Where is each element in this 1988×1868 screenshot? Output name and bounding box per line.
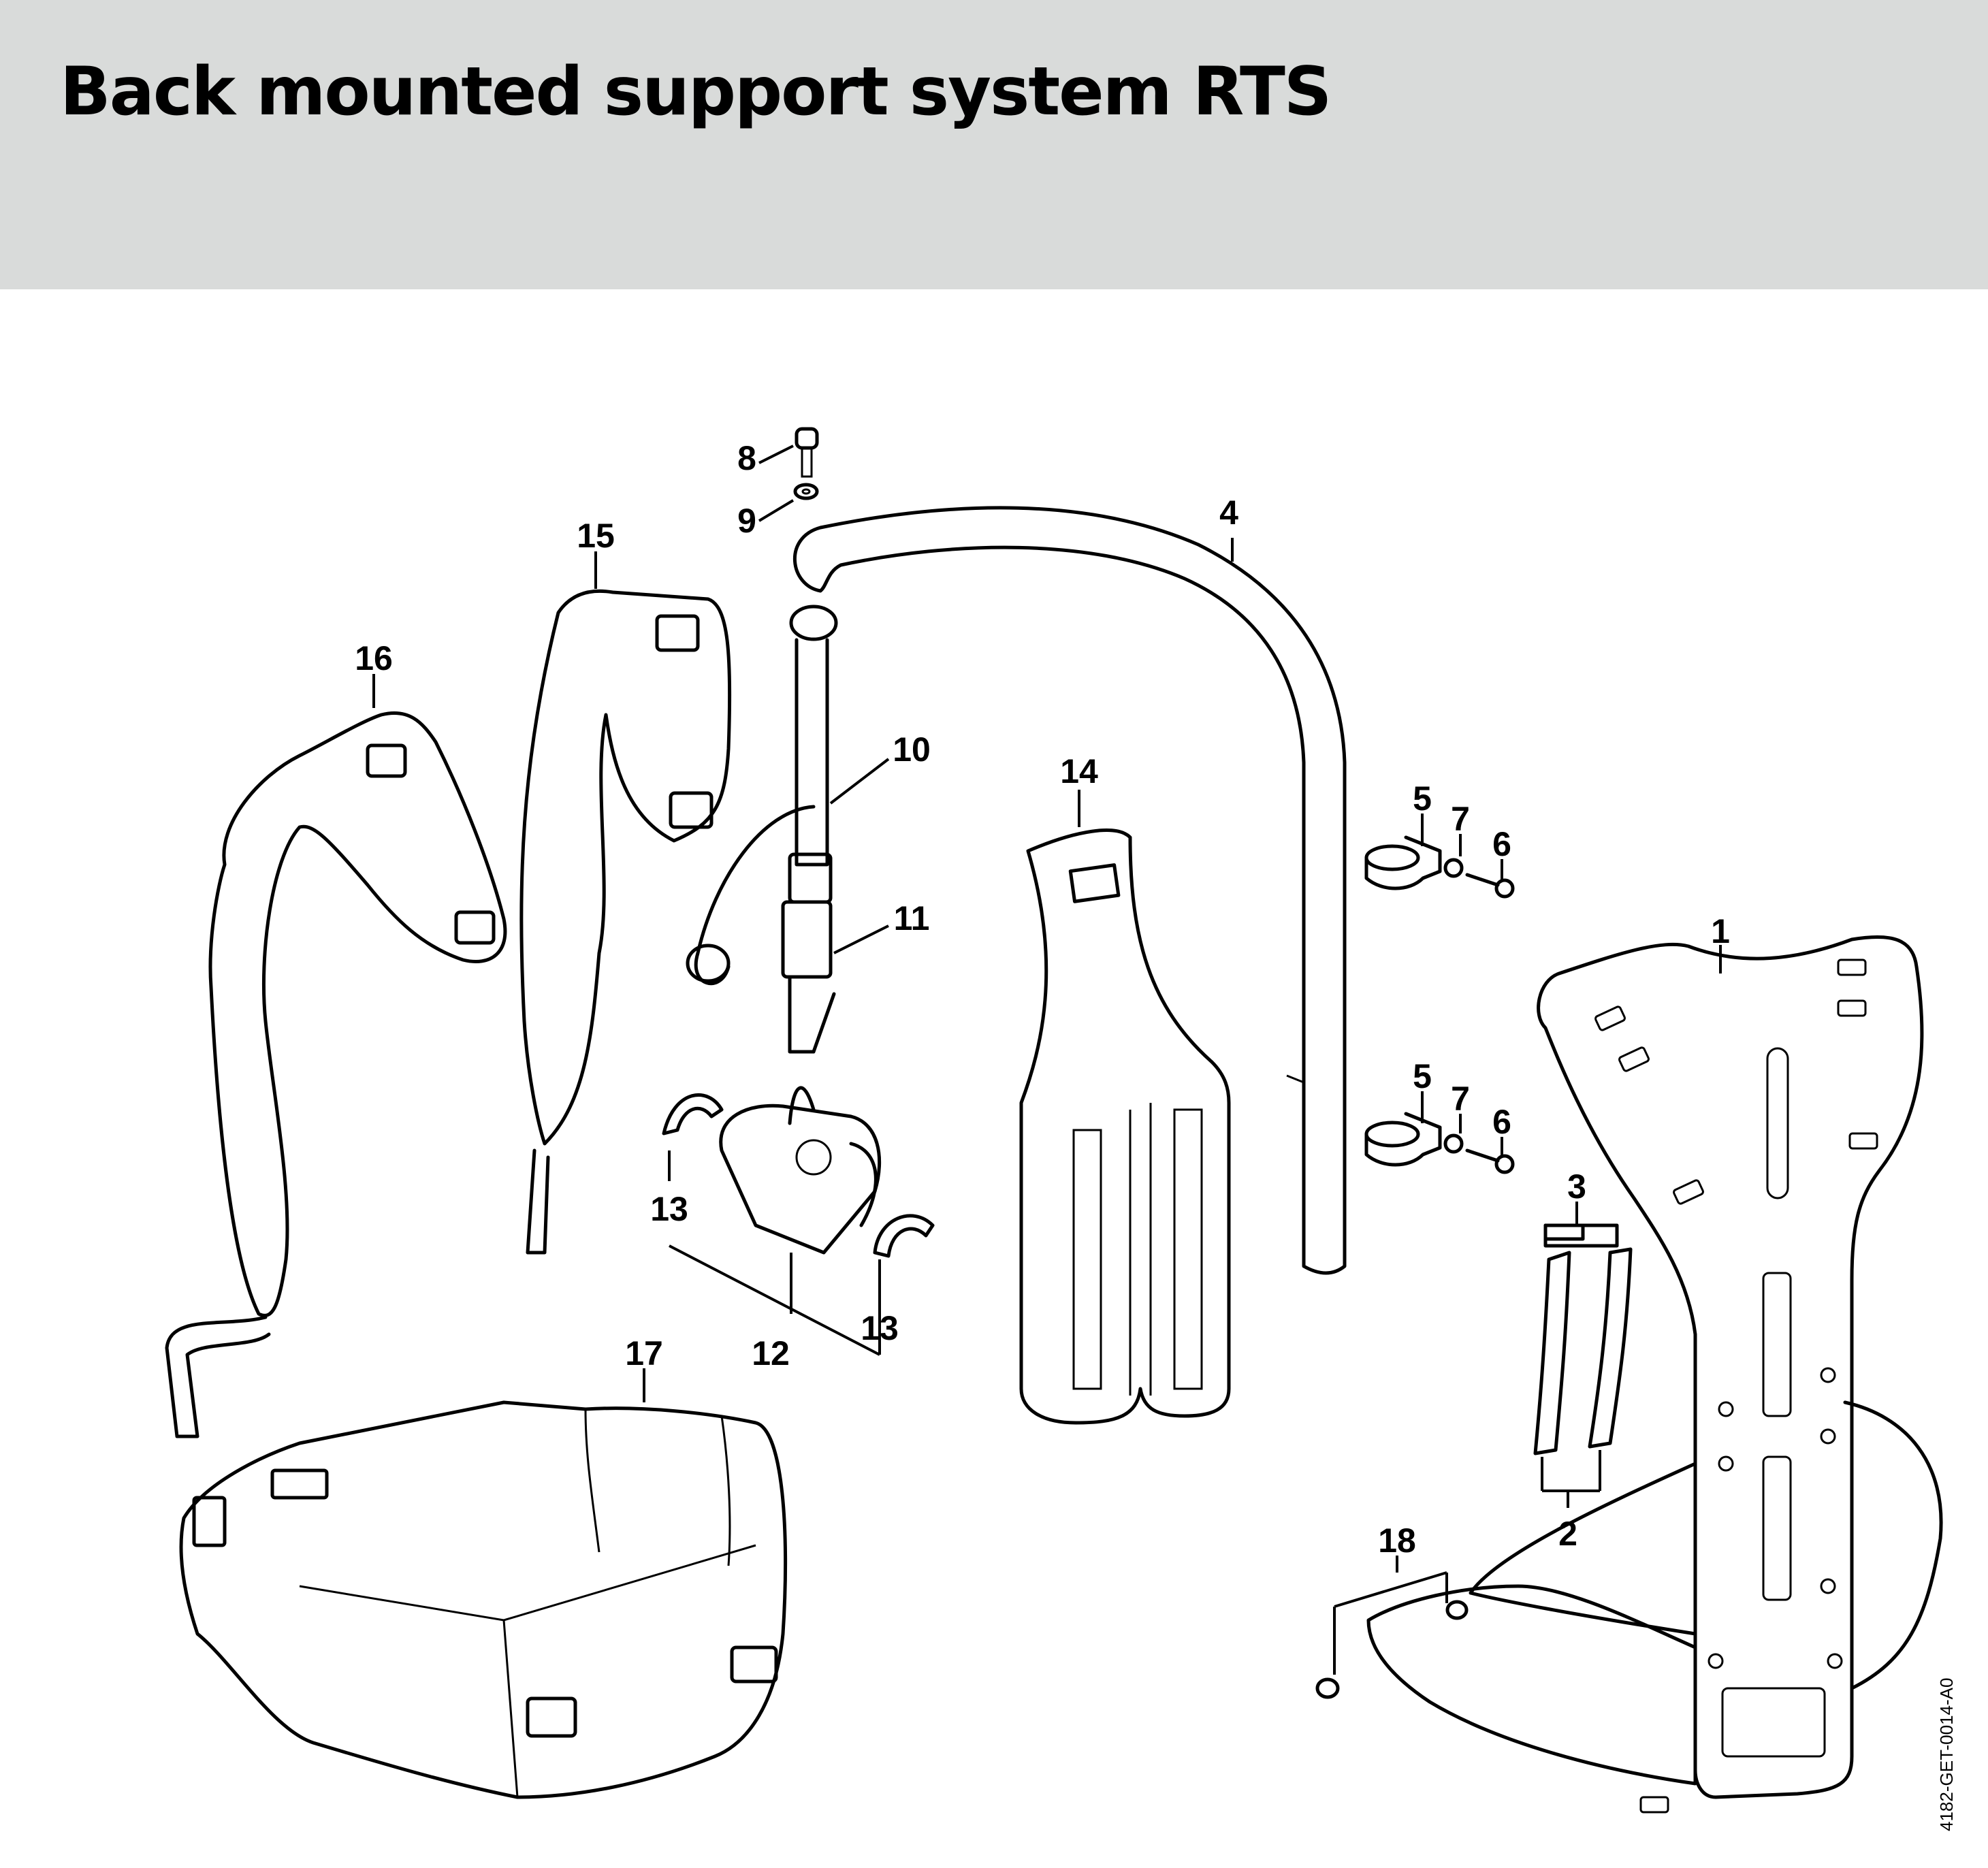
callout-3: 3 [1567, 1168, 1586, 1206]
part-3-plate[interactable] [1543, 1223, 1619, 1248]
part-7-washer-upper[interactable] [1443, 858, 1464, 878]
part-9-washer[interactable] [793, 483, 819, 500]
callout-7-lower: 7 [1451, 1080, 1470, 1118]
part-6-screw-upper[interactable] [1465, 873, 1515, 899]
callout-17: 17 [625, 1334, 663, 1372]
part-18-plugs[interactable] [1315, 1600, 1469, 1699]
callout-13-right: 13 [861, 1309, 899, 1347]
callout-14: 14 [1060, 752, 1098, 790]
part-5-clamp-upper[interactable] [1364, 835, 1442, 890]
callout-18: 18 [1378, 1521, 1416, 1560]
part-2-pads[interactable] [1533, 1247, 1633, 1455]
callout-5-lower: 5 [1413, 1057, 1432, 1095]
part-8-screw[interactable] [795, 427, 819, 478]
callout-16: 16 [355, 639, 393, 677]
part-4-tube[interactable] [793, 506, 1347, 1275]
part-15-shoulder-strap[interactable] [519, 589, 732, 1255]
part-11-buckle[interactable] [781, 900, 836, 1054]
part-17-hip-belt[interactable] [179, 1400, 788, 1799]
callout-6-lower: 6 [1492, 1103, 1511, 1141]
callout-9: 9 [737, 502, 756, 540]
callout-7-upper: 7 [1451, 800, 1470, 838]
callout-10: 10 [893, 730, 931, 769]
page-title: Back mounted support system RTS [60, 53, 1332, 131]
callout-6-upper: 6 [1492, 825, 1511, 863]
header-band: Back mounted support system RTS [0, 0, 1988, 289]
part-10-strap[interactable] [686, 605, 838, 986]
callout-2: 2 [1558, 1515, 1577, 1553]
callout-labels: 1 2 3 4 5 5 6 6 7 7 8 9 10 11 12 13 13 1… [355, 439, 1730, 1560]
part-6-screw-lower[interactable] [1465, 1148, 1515, 1174]
callout-11: 11 [894, 899, 930, 937]
callout-13-left: 13 [650, 1190, 688, 1228]
part-16-shoulder-strap[interactable] [165, 711, 507, 1438]
part-12-hanger-clip[interactable] [719, 1086, 882, 1255]
part-14-back-pad[interactable] [1019, 828, 1231, 1425]
callout-5-upper: 5 [1413, 779, 1432, 818]
part-5-clamp-lower[interactable] [1364, 1112, 1442, 1167]
drawing-code: 4182-GET-0014-A0 [1936, 1678, 1957, 1831]
part-7-washer-lower[interactable] [1443, 1133, 1464, 1154]
callout-4: 4 [1219, 494, 1238, 532]
part-13-clip-right[interactable] [873, 1214, 935, 1258]
callout-15: 15 [577, 517, 615, 555]
leader-lines [372, 445, 1722, 1675]
part-1-carrier-plate[interactable] [1366, 935, 1943, 1814]
callout-1: 1 [1711, 912, 1730, 950]
callout-8: 8 [737, 439, 756, 477]
callout-12: 12 [752, 1334, 790, 1372]
part-13-clip-left[interactable] [662, 1093, 724, 1136]
